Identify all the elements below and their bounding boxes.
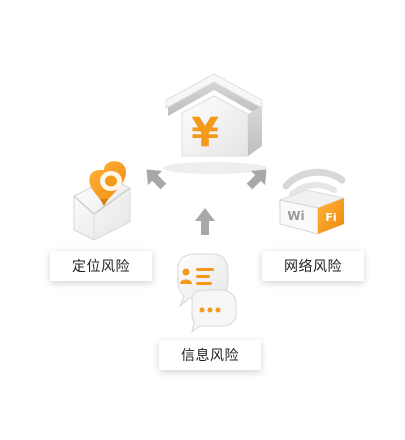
arrow-from-info	[195, 208, 215, 235]
wifi-left-text: Wi	[287, 209, 304, 223]
arrow-from-network	[246, 169, 267, 190]
house-yuan-icon: ¥	[163, 73, 267, 174]
arrow-from-location	[146, 169, 167, 190]
label-network-risk: 网络风险	[262, 251, 364, 281]
label-location-risk: 定位风险	[50, 251, 152, 281]
chat-bubble-icon	[177, 253, 237, 334]
location-risk-text: 定位风险	[72, 259, 130, 275]
label-info-risk: 信息风险	[159, 340, 261, 370]
network-risk-text: 网络风险	[284, 259, 342, 275]
wifi-box-icon: Wi Fi	[278, 168, 346, 235]
wifi-right-text: Fi	[325, 211, 336, 224]
map-pin-envelope-icon	[73, 161, 131, 241]
info-risk-text: 信息风险	[181, 348, 239, 364]
yen-symbol: ¥	[191, 110, 219, 156]
